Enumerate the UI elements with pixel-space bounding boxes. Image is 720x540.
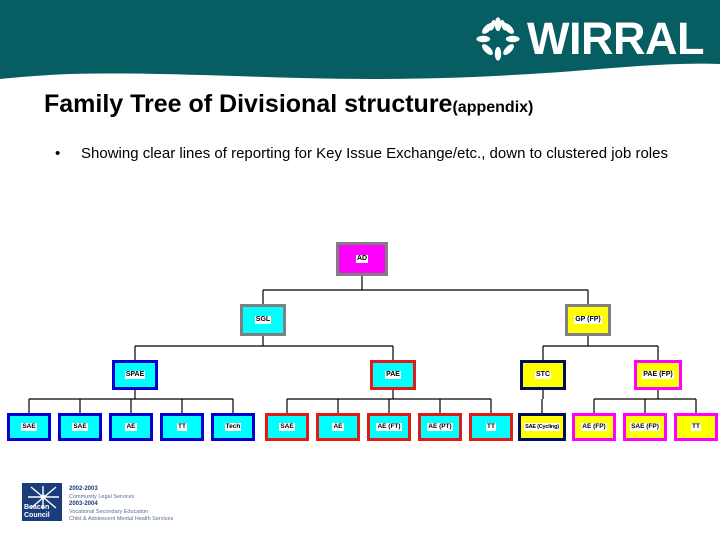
org-node-stc[interactable]: STC xyxy=(520,360,566,390)
org-node-label: AD xyxy=(355,255,369,263)
org-node-b5[interactable]: Tech xyxy=(211,413,255,441)
header-band xyxy=(0,0,720,90)
org-node-label: SGL xyxy=(254,316,272,324)
org-chart-connectors xyxy=(28,276,697,413)
org-node-label: STC xyxy=(535,371,551,379)
org-node-b14[interactable]: TT xyxy=(674,413,718,441)
org-node-ad[interactable]: AD xyxy=(336,242,388,276)
org-node-b2[interactable]: SAE xyxy=(58,413,102,441)
page-title-suffix: (appendix) xyxy=(452,99,534,116)
bullet-dot-icon: • xyxy=(55,145,61,162)
beacon-star-icon xyxy=(28,486,59,509)
award-description: Community Legal Services xyxy=(69,493,135,500)
org-node-label: AE xyxy=(332,423,344,431)
org-node-label: TT xyxy=(177,423,187,431)
org-node-paefp[interactable]: PAE (FP) xyxy=(634,360,682,390)
award-description: Child & Adolescent Mental Health Service… xyxy=(69,516,174,522)
org-node-label: Tech xyxy=(224,423,242,431)
org-node-b6[interactable]: SAE xyxy=(265,413,309,441)
org-node-label: SAE (FP) xyxy=(630,423,660,431)
beacon-logo-wordmark: Beacon Council xyxy=(24,504,50,519)
brand-wordmark: WIRRAL xyxy=(527,13,704,64)
org-node-b11[interactable]: SAE (Cycling) xyxy=(518,413,566,441)
org-node-label: AE (FP) xyxy=(581,423,607,431)
org-node-label: SAE xyxy=(72,423,88,431)
org-node-b9[interactable]: AE (PT) xyxy=(418,413,462,441)
org-node-label: PAE (FP) xyxy=(642,371,674,379)
org-node-label: GP (FP) xyxy=(574,316,602,324)
page-title: Family Tree of Divisional structure(appe… xyxy=(44,90,704,119)
beacon-logo-line1: Beacon xyxy=(24,504,50,511)
org-node-gpfp[interactable]: GP (FP) xyxy=(565,304,611,336)
bullet-list: • Showing clear lines of reporting for K… xyxy=(55,143,675,164)
org-node-b13[interactable]: SAE (FP) xyxy=(623,413,667,441)
org-node-label: SPAE xyxy=(124,371,146,379)
bullet-item: • Showing clear lines of reporting for K… xyxy=(55,143,675,164)
page-title-main: Family Tree of Divisional structure xyxy=(44,90,453,118)
header-wave-shape xyxy=(0,0,720,79)
beacon-council-logo: Beacon Council xyxy=(22,483,62,521)
org-node-label: TT xyxy=(486,423,496,431)
org-chart: AD SGL GP (FP) SPAE PAE STC PAE (FP) SAE SAE AE TT… xyxy=(0,230,720,460)
award-years: 2003-2004 xyxy=(69,501,98,507)
org-node-b3[interactable]: AE xyxy=(109,413,153,441)
org-node-b4[interactable]: TT xyxy=(160,413,204,441)
org-node-b7[interactable]: AE xyxy=(316,413,360,441)
org-node-b8[interactable]: AE (FT) xyxy=(367,413,411,441)
award-description: Vocational Secondary Education xyxy=(69,508,149,515)
beacon-logo-line2: Council xyxy=(24,511,50,519)
org-node-label: SAE xyxy=(21,423,37,431)
org-node-spae[interactable]: SPAE xyxy=(112,360,158,390)
starburst-flower-icon xyxy=(476,17,520,61)
org-node-label: SAE (Cycling) xyxy=(524,423,560,431)
org-node-b10[interactable]: TT xyxy=(469,413,513,441)
bullet-text: Showing clear lines of reporting for Key… xyxy=(81,145,668,162)
org-node-b12[interactable]: AE (FP) xyxy=(572,413,616,441)
org-node-label: AE xyxy=(125,423,137,431)
org-node-label: AE (PT) xyxy=(427,423,453,431)
org-node-sgl[interactable]: SGL xyxy=(240,304,286,336)
org-node-b1[interactable]: SAE xyxy=(7,413,51,441)
org-node-label: AE (FT) xyxy=(376,423,402,431)
award-years: 2002-2003 xyxy=(69,486,98,492)
org-node-label: TT xyxy=(691,423,701,431)
wirral-brand-logo: WIRRAL xyxy=(475,16,704,62)
org-node-label: SAE xyxy=(279,423,295,431)
org-node-pae[interactable]: PAE xyxy=(370,360,416,390)
org-node-label: PAE xyxy=(385,371,401,379)
